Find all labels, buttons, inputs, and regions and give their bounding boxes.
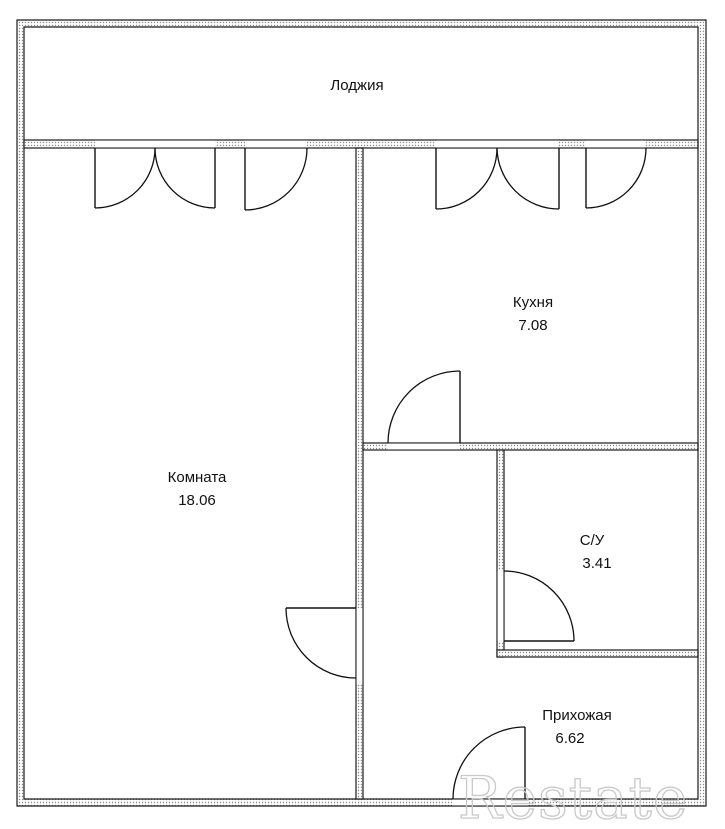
bathroom-name: С/У [580, 532, 605, 549]
bathroom-bottom-wall [496, 649, 699, 658]
loggia-name: Лоджия [330, 77, 383, 94]
door-kitchen-balcony-single [585, 147, 647, 209]
walls [16, 19, 707, 807]
door-entrance [452, 726, 526, 800]
bathroom-area: 3.41 [582, 555, 611, 572]
door-room-balcony-single [244, 147, 308, 211]
door-bathroom [503, 570, 575, 642]
room-labels: Лоджия Кухня 7.08 Комната 18.06 С/У 3.41… [168, 77, 612, 747]
partition-room-kitchen [355, 147, 364, 800]
hallway-area: 6.62 [555, 730, 584, 747]
openings [95, 140, 646, 806]
doors [94, 147, 647, 800]
watermark-logo: Restate [458, 764, 688, 829]
hallway-name: Прихожая [542, 707, 612, 724]
door-room [285, 607, 357, 679]
kitchen-bottom-wall [362, 442, 699, 451]
room-area: 18.06 [178, 492, 216, 509]
door-room-balcony-double [94, 147, 216, 209]
kitchen-area: 7.08 [518, 317, 547, 334]
room-name: Комната [168, 469, 227, 486]
door-kitchen-balcony-double [435, 147, 560, 210]
door-kitchen [387, 370, 461, 444]
outer-wall [16, 19, 707, 807]
kitchen-name: Кухня [513, 294, 553, 311]
